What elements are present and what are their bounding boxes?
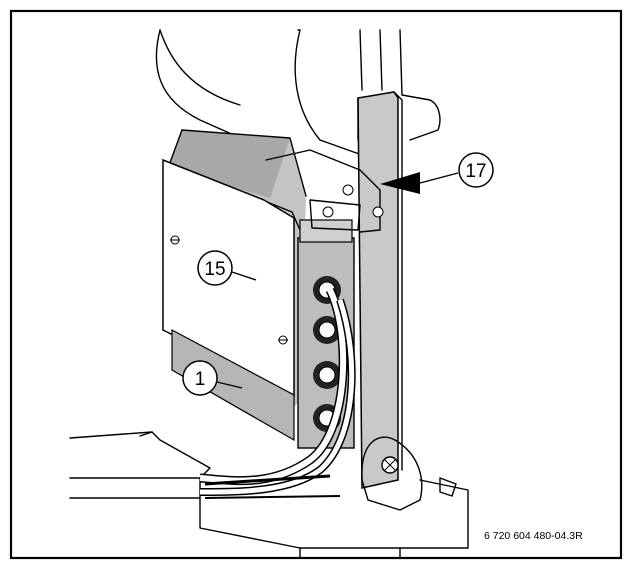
plug-connector [313, 316, 341, 344]
callout-17: 17 [380, 152, 494, 194]
callout-label-17: 17 [465, 161, 486, 182]
rail-foot [361, 436, 457, 511]
screw-icon [322, 206, 334, 218]
callout-1: 1 [182, 360, 243, 396]
image-code: 6 720 604 480-04.3R [484, 530, 583, 542]
cable-bundle [199, 287, 356, 499]
callout-label-1: 1 [195, 369, 206, 390]
appliance-housing [155, 29, 441, 156]
mounting-rail [357, 91, 403, 489]
arrow-pointer-icon [380, 172, 420, 194]
callout-label-15: 15 [204, 259, 225, 280]
base-floor [69, 431, 469, 559]
plug-connector [313, 361, 341, 389]
figure-frame [9, 9, 623, 560]
callout-15: 15 [197, 250, 257, 286]
screw-icon [342, 184, 354, 196]
screw-icon [372, 206, 384, 218]
mounting-bracket [265, 149, 384, 233]
lower-housing-part [171, 329, 295, 442]
